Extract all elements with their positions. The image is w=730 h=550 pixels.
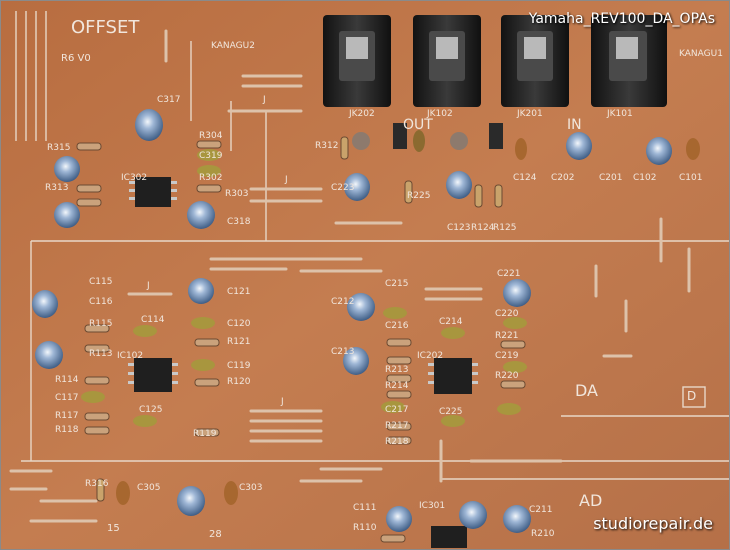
label-c114: C114 [141,315,165,325]
label-r304: R304 [199,131,223,141]
label-r217: R217 [385,421,409,431]
label-r115: R115 [89,319,113,329]
label-r210: R210 [531,529,555,539]
label-c223: C223 [331,183,355,193]
label-r118: R118 [55,425,79,435]
label-c119: C119 [227,361,251,371]
ceramic-capacitors [81,149,527,505]
label-j-1: J [263,95,266,105]
label-j-4: J [281,397,284,407]
label-ic302: IC302 [121,173,148,183]
label-r313: R313 [45,183,69,193]
label-c125: C125 [139,405,163,415]
label-r220: R220 [495,371,519,381]
label-c317: C317 [157,95,181,105]
label-out: OUT [403,117,433,133]
label-c211: C211 [529,505,553,515]
label-r303: R303 [225,189,249,199]
label-r113: R113 [89,349,113,359]
label-c220: C220 [495,309,519,319]
label-r124: R124 [471,223,495,233]
label-c219: C219 [495,351,519,361]
label-jk201: JK201 [517,109,543,119]
silkscreen-outlines [15,11,729,480]
audio-jacks [323,15,667,107]
resistors [76,136,526,543]
small-components [352,123,700,160]
label-c111: C111 [353,503,377,513]
label-c215: C215 [385,279,409,289]
label-c225: C225 [439,407,463,417]
label-offset: OFFSET [71,17,140,38]
label-r316: R316 [85,479,109,489]
jumper-wires [9,29,691,523]
electrolytic-capacitors [32,109,672,533]
label-j-3: J [147,281,150,291]
label-c202: C202 [551,173,575,183]
label-r221: R221 [495,331,519,341]
label-ic202: IC202 [417,351,444,361]
label-r121: R121 [227,337,251,347]
label-c102: C102 [633,173,657,183]
op-amp-ics [128,177,478,548]
label-r6v0: R6 V0 [61,53,91,64]
label-c319: C319 [199,151,223,161]
label-ic301: IC301 [419,501,446,511]
label-c117: C117 [55,393,79,403]
label-ic102: IC102 [117,351,144,361]
label-r213: R213 [385,365,409,375]
label-r117: R117 [55,411,79,421]
label-c201: C201 [599,173,623,183]
label-r302: R302 [199,173,223,183]
label-r114: R114 [55,375,79,385]
label-c303: C303 [239,483,263,493]
label-28: 28 [209,529,222,540]
label-jk202: JK202 [349,109,375,119]
label-jk102: JK102 [427,109,453,119]
label-r214: R214 [385,381,409,391]
label-in: IN [567,117,582,133]
label-c217: C217 [385,405,409,415]
label-r312: R312 [315,141,339,151]
photo-caption: Yamaha_REV100_DA_OPAs [528,11,715,27]
label-c213: C213 [331,347,355,357]
label-c120: C120 [227,319,251,329]
label-c116: C116 [89,297,113,307]
label-c115: C115 [89,277,113,287]
label-15: 15 [107,523,120,534]
label-j-2: J [285,175,288,185]
label-c123: C123 [447,223,471,233]
label-kanagu1: KANAGU1 [679,49,723,59]
label-c305: C305 [137,483,161,493]
label-d: D [687,389,697,403]
label-c101: C101 [679,173,703,183]
label-r218: R218 [385,437,409,447]
label-c121: C121 [227,287,251,297]
label-c318: C318 [227,217,251,227]
label-r315: R315 [47,143,71,153]
label-da: DA [575,381,598,400]
label-c216: C216 [385,321,409,331]
d-marker-box [682,386,706,408]
label-c124: C124 [513,173,537,183]
label-r120: R120 [227,377,251,387]
label-c214: C214 [439,317,463,327]
label-r225: R225 [407,191,431,201]
label-jk101: JK101 [607,109,633,119]
label-r119: R119 [193,429,217,439]
label-ad: AD [579,491,603,510]
label-r125: R125 [493,223,517,233]
label-r110: R110 [353,523,377,533]
photo-credit: studiorepair.de [593,514,713,533]
label-c221: C221 [497,269,521,279]
label-c212: C212 [331,297,355,307]
label-kanagu2: KANAGU2 [211,41,255,51]
